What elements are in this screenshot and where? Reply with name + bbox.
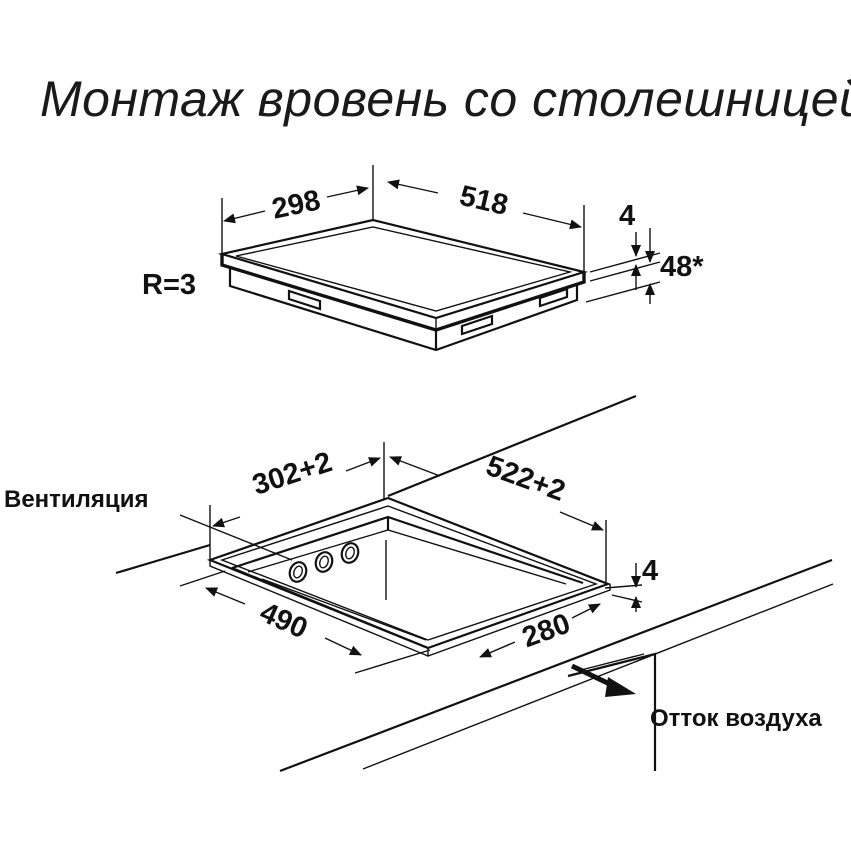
hob-vent-right-front [460, 314, 494, 336]
cutout-step-dimension: 4 [604, 555, 658, 612]
countertop-drawing [115, 394, 834, 773]
inner-depth-label: 490 [255, 596, 312, 645]
cutout-depth-label: 522+2 [482, 450, 569, 508]
cutout-width-label: 302+2 [249, 446, 336, 502]
cutout-step-label: 4 [642, 555, 658, 587]
airflow-label: Отток воздуха [650, 705, 822, 732]
inner-depth-dimension: 490 [179, 570, 431, 674]
page-title: Монтаж вровень со столешницей [40, 71, 851, 127]
hob-height-dimension: 4 48* [585, 200, 704, 304]
hob-depth-label: 518 [457, 180, 511, 222]
ventilation-label: Вентиляция [4, 486, 148, 513]
ventilation-holes [288, 542, 360, 583]
hob-width-label: 298 [269, 184, 323, 225]
hob-vent-right [538, 287, 569, 308]
cutout-width-dimension: 302+2 [209, 442, 385, 560]
hob-rim-label: 4 [619, 200, 635, 232]
inner-width-label: 280 [518, 608, 574, 655]
airflow-arrow-icon [570, 663, 636, 697]
hob-width-dimension: 298 [221, 165, 374, 254]
hob-depth-dimension: 518 [387, 179, 585, 272]
hob-vent-left [287, 289, 322, 311]
hob-height-label: 48* [660, 251, 704, 283]
hob-radius-label: R=3 [142, 269, 196, 301]
airflow-indicator [567, 652, 657, 771]
cutout-depth-dimension: 522+2 [389, 450, 607, 582]
hob-drawing [217, 218, 589, 352]
